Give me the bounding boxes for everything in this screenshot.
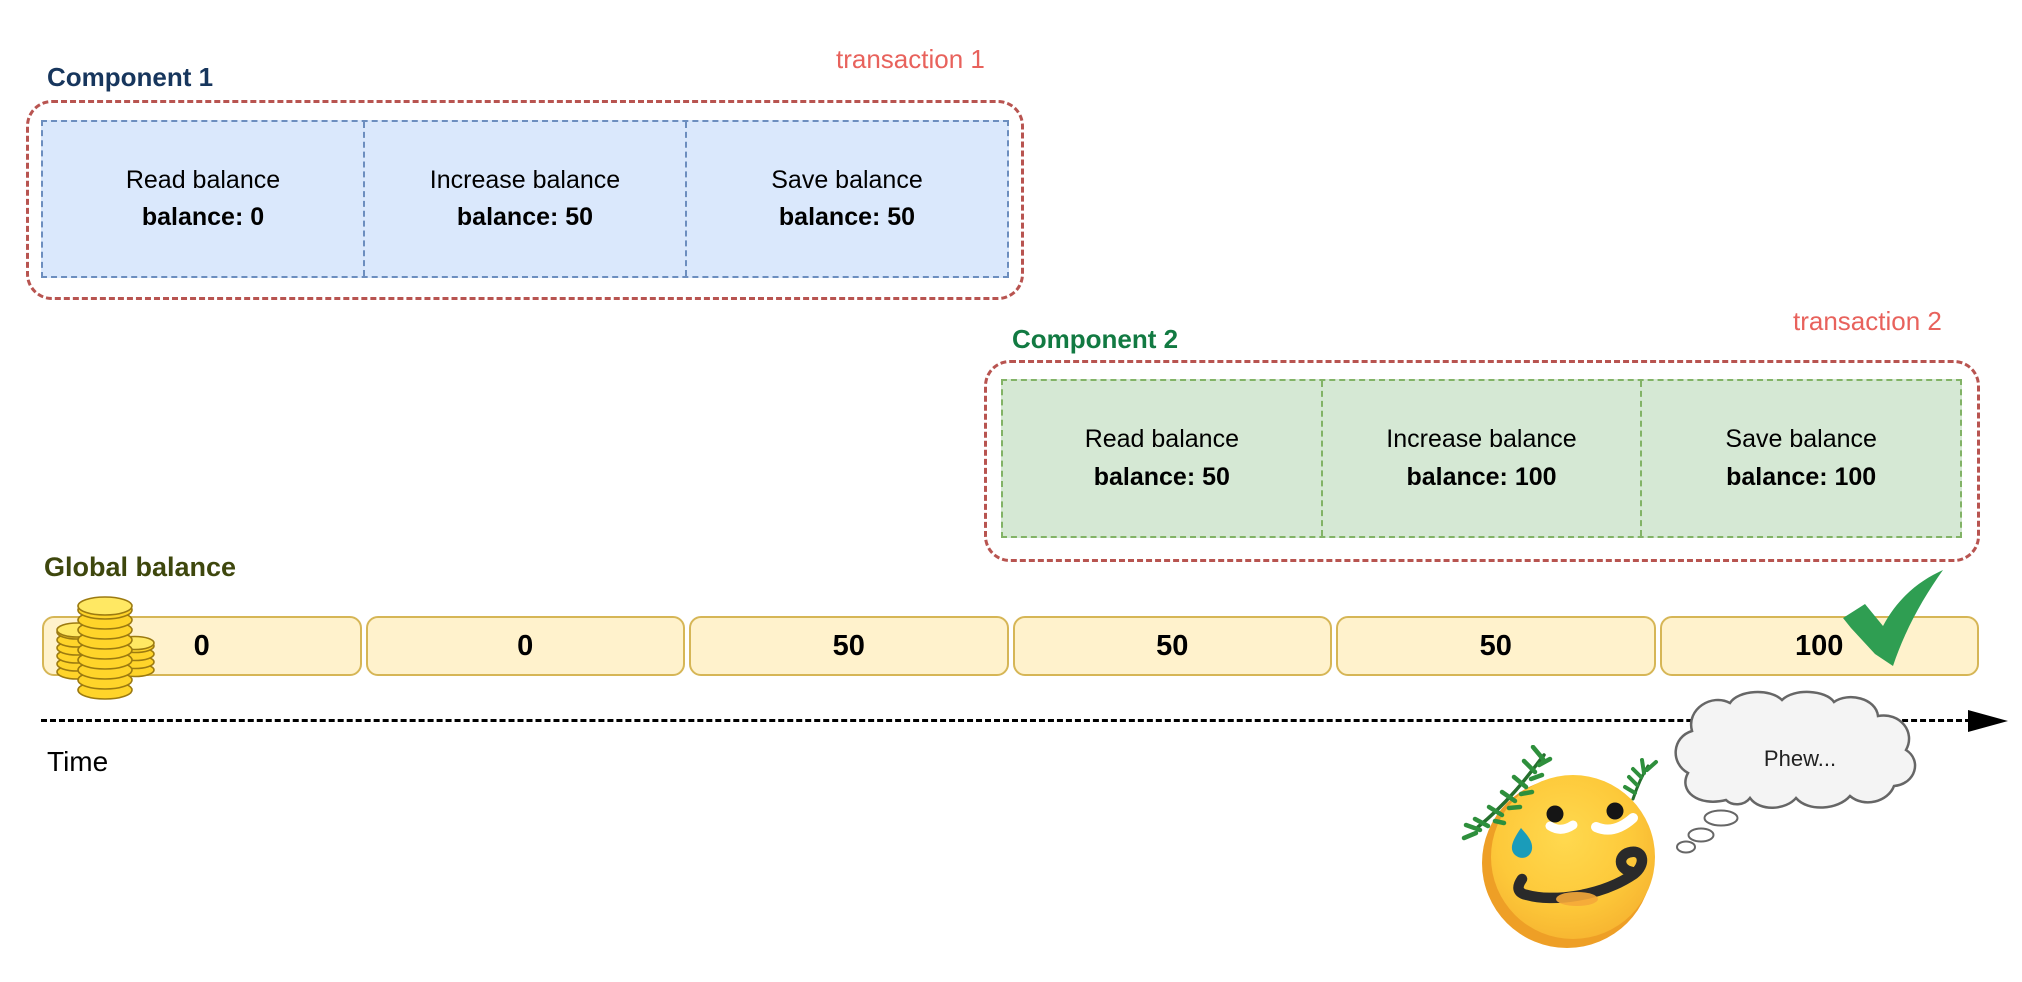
step-balance-value: balance: 100 <box>1406 462 1557 491</box>
coin-stack-icon <box>56 596 155 700</box>
green-checkmark-icon <box>1843 570 1943 666</box>
step-action-label: Read balance <box>125 165 281 194</box>
step-balance-value: balance: 50 <box>456 203 594 231</box>
balance-slot: 100 <box>1659 616 1979 676</box>
component2-step-increase: Increase balance balance: 100 <box>1320 381 1641 536</box>
step-action-label: Read balance <box>1084 425 1239 454</box>
transaction1-label: transaction 1 <box>836 44 985 74</box>
global-balance-timeline: 0 0 50 50 50 100 <box>42 616 1979 676</box>
thought-bubble-text: Phew... <box>1763 746 1837 771</box>
transaction1-boundary <box>26 100 1024 300</box>
step-action-label: Save balance <box>1725 425 1877 454</box>
thought-cloud-icon <box>1674 690 1917 854</box>
component1-step-increase: Increase balance balance: 50 <box>363 122 685 276</box>
relieved-sweat-laurel-emoji-icon <box>1461 745 1658 948</box>
balance-slot: 50 <box>689 616 1009 676</box>
step-balance-value: balance: 100 <box>1726 462 1877 491</box>
transaction2-boundary <box>984 360 1980 562</box>
laurel-branch-left <box>1461 745 1553 841</box>
time-axis-line <box>41 719 1971 722</box>
component1-steps-box: Read balance balance: 0 Increase balance… <box>41 120 1009 278</box>
time-axis-label: Time <box>47 746 109 777</box>
component2-steps-box: Read balance balance: 50 Increase balanc… <box>1001 379 1962 538</box>
balance-slot: 0 <box>365 616 685 676</box>
component2-step-read: Read balance balance: 50 <box>1003 381 1321 536</box>
step-action-label: Increase balance <box>1386 425 1577 454</box>
step-balance-value: balance: 0 <box>141 203 265 231</box>
balance-slot: 50 <box>1012 616 1332 676</box>
component2-step-save: Save balance balance: 100 <box>1640 381 1960 536</box>
component2-title: Component 2 <box>1012 324 1179 354</box>
step-balance-value: balance: 50 <box>778 203 916 231</box>
step-action-label: Save balance <box>771 165 923 194</box>
component1-step-save: Save balance balance: 50 <box>685 122 1007 276</box>
step-action-label: Increase balance <box>429 165 621 194</box>
time-axis-arrowhead-icon <box>1968 710 2008 732</box>
component1-title: Component 1 <box>47 62 214 92</box>
laurel-sprig-right <box>1623 758 1658 801</box>
component1-step-read: Read balance balance: 0 <box>43 122 363 276</box>
balance-slot: 50 <box>1336 616 1656 676</box>
transaction2-label: transaction 2 <box>1793 306 1942 336</box>
global-balance-title: Global balance <box>44 552 237 582</box>
step-balance-value: balance: 50 <box>1093 462 1230 491</box>
